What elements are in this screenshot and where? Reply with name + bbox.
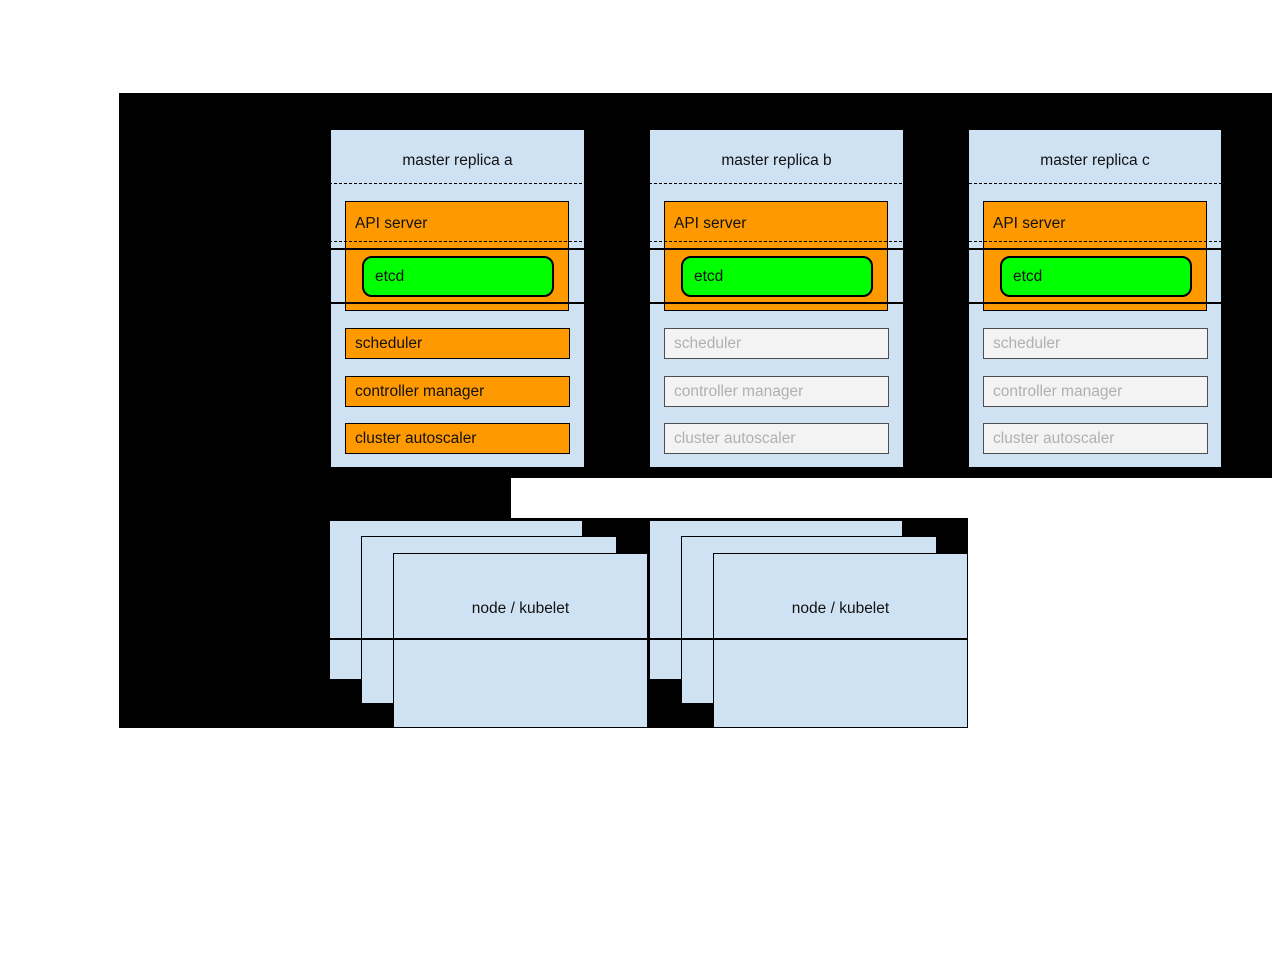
cluster-autoscaler-box-a: cluster autoscaler [345,423,570,454]
controller-manager-label-c: controller manager [993,382,1123,400]
etcd-label-a: etcd [375,267,405,285]
band-line-dashed-bottom [119,241,1272,242]
scheduler-label-a: scheduler [355,334,423,352]
band-line-solid-bottom [119,302,1272,304]
scheduler-label-b: scheduler [674,334,742,352]
black-panel-middle-strip [119,478,511,518]
master-replica-a-title: master replica a [402,152,513,169]
master-replica-b-title: master replica b [721,152,832,169]
cluster-autoscaler-label-b: cluster autoscaler [674,429,796,447]
cluster-autoscaler-label-c: cluster autoscaler [993,429,1115,447]
api-server-box-c: API server etcd [983,201,1207,311]
api-server-label-b: API server [674,215,747,232]
api-server-box-b: API server etcd [664,201,888,311]
controller-manager-label-b: controller manager [674,382,804,400]
etcd-box-c: etcd [1000,256,1192,297]
cluster-autoscaler-label-a: cluster autoscaler [355,429,477,447]
controller-manager-box-c: controller manager [983,376,1208,407]
cluster-autoscaler-box-b: cluster autoscaler [664,423,889,454]
master-replica-c-title: master replica c [1040,152,1150,169]
etcd-label-c: etcd [1013,267,1043,285]
scheduler-box-b: scheduler [664,328,889,359]
master-replica-c-box: master replica c API server etcd schedul… [968,129,1222,468]
etcd-box-a: etcd [362,256,554,297]
master-replica-a-box: master replica a API server etcd schedul… [330,129,585,468]
scheduler-label-c: scheduler [993,334,1061,352]
band-line-solid-top [119,248,1272,250]
band-line-dashed-top [119,183,1272,184]
api-server-box-a: API server etcd [345,201,569,311]
controller-manager-box-b: controller manager [664,376,889,407]
node-band-line [119,638,968,640]
controller-manager-label-a: controller manager [355,382,485,400]
node-kubelet-label-2: node / kubelet [791,600,890,617]
node-kubelet-label-1: node / kubelet [471,600,570,617]
etcd-box-b: etcd [681,256,873,297]
controller-manager-box-a: controller manager [345,376,570,407]
node-stack1-front-box: node / kubelet [393,553,648,728]
etcd-label-b: etcd [694,267,724,285]
scheduler-box-a: scheduler [345,328,570,359]
api-server-label-a: API server [355,215,428,232]
scheduler-box-c: scheduler [983,328,1208,359]
master-replica-b-box: master replica b API server etcd schedul… [649,129,904,468]
cluster-autoscaler-box-c: cluster autoscaler [983,423,1208,454]
api-server-label-c: API server [993,215,1066,232]
node-stack2-front-box: node / kubelet [713,553,968,728]
